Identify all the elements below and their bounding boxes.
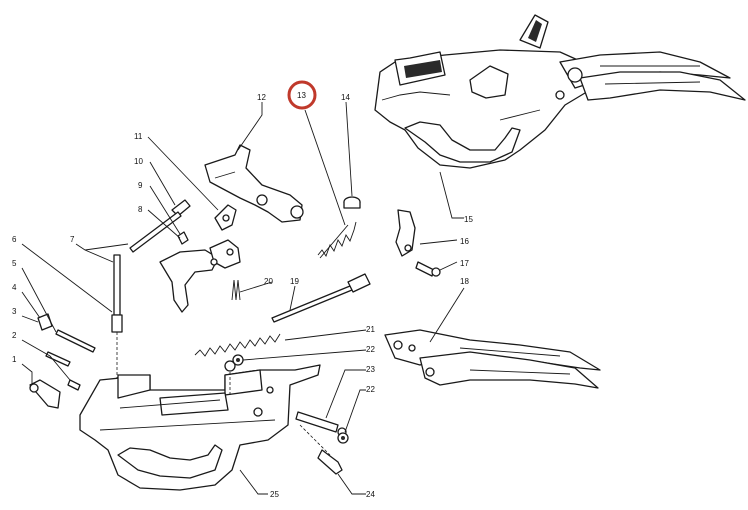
callout-21: 21 bbox=[366, 325, 375, 334]
callout-13: 13 bbox=[297, 91, 306, 100]
part-9-pin bbox=[177, 231, 189, 245]
part-8-pin bbox=[129, 211, 182, 253]
part-20-spring bbox=[231, 279, 241, 301]
callout-4: 4 bbox=[12, 283, 17, 292]
callout-3: 3 bbox=[12, 307, 17, 316]
part-7-trigger bbox=[159, 239, 241, 313]
part-5-rod bbox=[55, 329, 96, 353]
callout-11: 11 bbox=[134, 132, 143, 141]
part-4-bushing bbox=[37, 313, 53, 331]
callout-20: 20 bbox=[264, 277, 273, 286]
part-24-pin bbox=[299, 424, 343, 475]
callout-5: 5 bbox=[12, 259, 17, 268]
callout-15: 15 bbox=[464, 215, 473, 224]
part-13-spring bbox=[317, 221, 357, 259]
part-25-trigger-housing bbox=[79, 360, 321, 491]
part-22-clip-upper bbox=[232, 354, 244, 366]
part-6-pin bbox=[111, 254, 123, 385]
part-14-spring-cap bbox=[343, 196, 361, 209]
part-22-clip-lower bbox=[337, 432, 349, 444]
part-15-trigger-housing-assembly bbox=[374, 14, 746, 169]
callout-12: 12 bbox=[257, 93, 266, 102]
part-21-long-spring bbox=[194, 333, 281, 357]
callout-16: 16 bbox=[460, 237, 469, 246]
callout-6: 6 bbox=[12, 235, 17, 244]
part-17-screw bbox=[415, 261, 441, 277]
part-2-pin bbox=[67, 379, 81, 391]
callout-8: 8 bbox=[138, 205, 143, 214]
part-18-linkage bbox=[384, 329, 601, 389]
callout-10: 10 bbox=[134, 157, 143, 166]
callout-22-upper: 22 bbox=[366, 345, 375, 354]
callout-18: 18 bbox=[460, 277, 469, 286]
part-1-plunger bbox=[29, 379, 61, 409]
part-23-pin bbox=[295, 411, 347, 437]
part-11-lever bbox=[214, 204, 237, 231]
leader-lines bbox=[21, 101, 465, 495]
callout-17: 17 bbox=[460, 259, 469, 268]
callout-22-lower: 22 bbox=[366, 385, 375, 394]
callout-13-highlight-ring bbox=[287, 80, 317, 110]
part-16-safety bbox=[395, 209, 416, 257]
part-3-rod bbox=[45, 351, 71, 367]
callout-labels: 1 2 3 4 5 6 7 8 9 10 11 12 13 14 15 16 1… bbox=[12, 91, 473, 499]
part-19-pin-rod bbox=[271, 273, 371, 323]
callout-14: 14 bbox=[341, 93, 350, 102]
callout-19: 19 bbox=[290, 277, 299, 286]
callout-23: 23 bbox=[366, 365, 375, 374]
callout-25: 25 bbox=[270, 490, 279, 499]
callout-2: 2 bbox=[12, 331, 17, 340]
part-12-hammer bbox=[204, 144, 304, 223]
callout-1: 1 bbox=[12, 355, 17, 364]
callout-7: 7 bbox=[70, 235, 75, 244]
callout-9: 9 bbox=[138, 181, 143, 190]
part-10-pin bbox=[171, 199, 191, 217]
callout-24: 24 bbox=[366, 490, 375, 499]
